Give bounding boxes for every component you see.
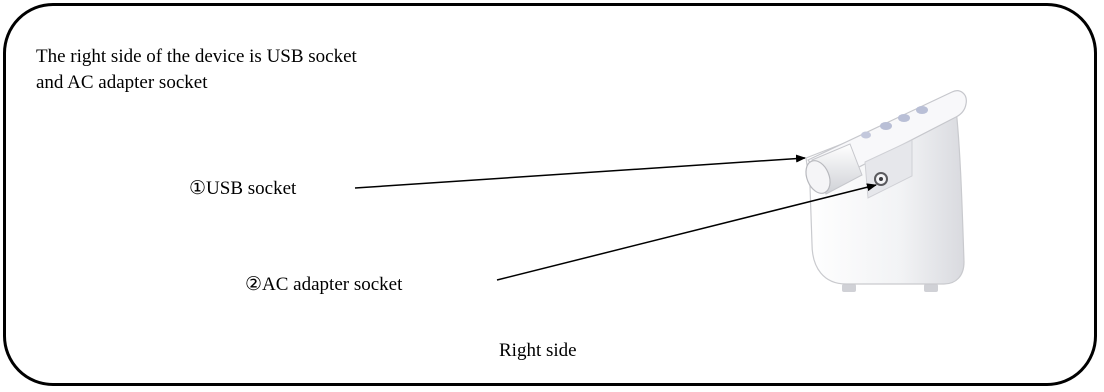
device-illustration	[805, 90, 967, 292]
usb-leader-arrow	[354, 154, 806, 189]
device-foot-front	[842, 284, 856, 292]
right-side-caption: Right side	[499, 340, 577, 361]
device-button-4	[861, 131, 871, 139]
device-button-1	[880, 122, 892, 130]
intro-text-line-1: The right side of the device is USB sock…	[36, 46, 357, 67]
usb-socket-label: ①USB socket	[189, 178, 297, 199]
device-foot-back	[924, 284, 938, 292]
intro-text-line-2: and AC adapter socket	[36, 72, 208, 93]
device-button-2	[898, 114, 910, 122]
ac-adapter-socket-label: ②AC adapter socket	[245, 274, 403, 295]
usb-socket-graphic	[805, 160, 831, 194]
device-button-3	[916, 106, 928, 114]
ac-leader-arrow	[496, 183, 877, 281]
